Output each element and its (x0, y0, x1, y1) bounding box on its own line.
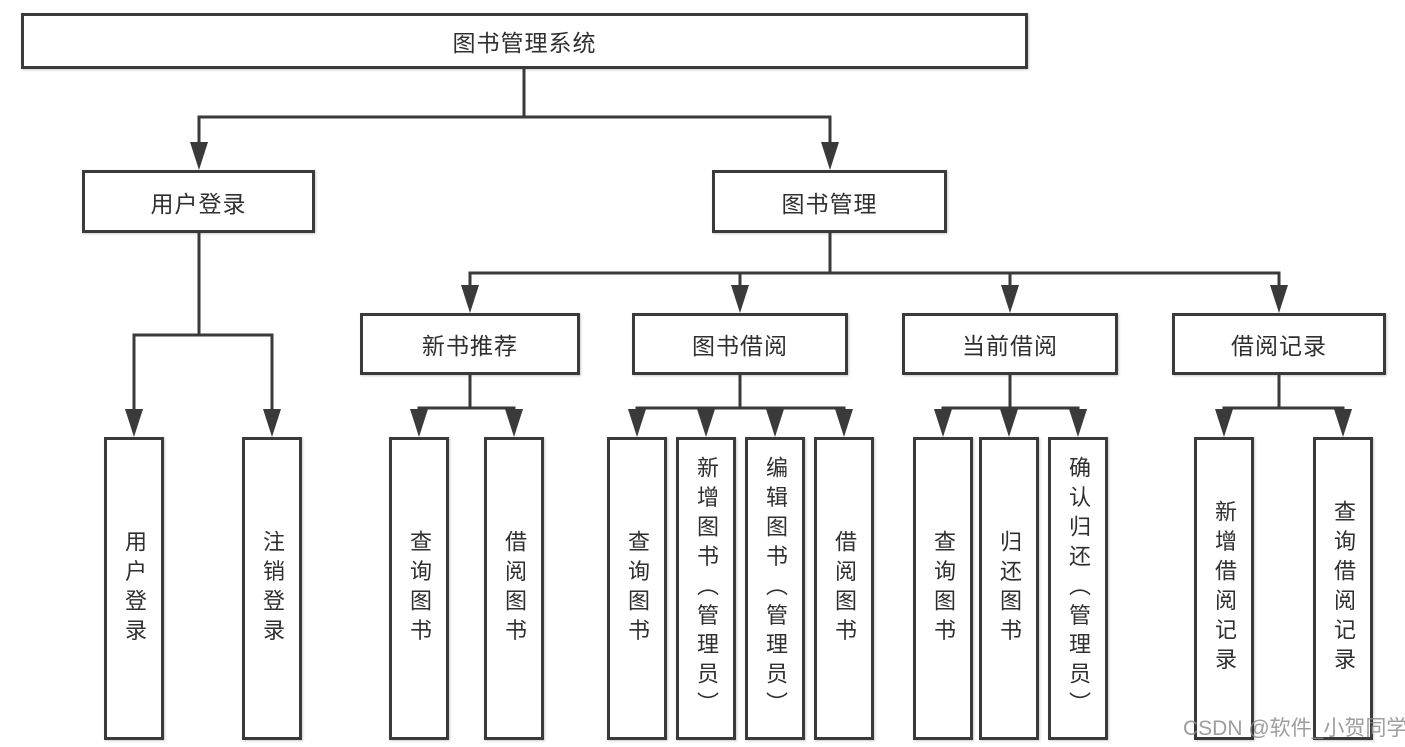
node-borrow-books-leaf: 借阅图书 (814, 437, 874, 740)
node-query-books-current: 查询图书 (913, 437, 973, 740)
node-return-book: 归还图书 (979, 437, 1039, 740)
node-query-borrow-record: 查询借阅记录 (1313, 437, 1373, 740)
node-user-login-leaf: 用户登录 (104, 437, 164, 740)
node-add-borrow-record: 新增借阅记录 (1194, 437, 1254, 740)
node-edit-book-admin: 编辑图书（管理员） (745, 437, 805, 740)
node-user-login: 用户登录 (82, 170, 315, 233)
node-logout-leaf: 注销登录 (242, 437, 302, 740)
node-book-borrow: 图书借阅 (632, 313, 848, 375)
csdn-watermark: CSDN @软件_小贺同学 (1183, 717, 1405, 740)
node-library-system: 图书管理系统 (21, 13, 1028, 69)
node-borrow-records: 借阅记录 (1172, 313, 1386, 375)
node-current-borrow: 当前借阅 (902, 313, 1118, 375)
node-query-books-borrow: 查询图书 (607, 437, 667, 740)
node-add-book-admin: 新增图书（管理员） (676, 437, 736, 740)
node-book-management: 图书管理 (712, 170, 947, 233)
node-query-books-recommend: 查询图书 (389, 437, 449, 740)
node-confirm-return-admin: 确认归还（管理员） (1048, 437, 1108, 740)
node-borrow-books-recommend: 借阅图书 (484, 437, 544, 740)
node-new-book-recommend: 新书推荐 (360, 313, 580, 375)
